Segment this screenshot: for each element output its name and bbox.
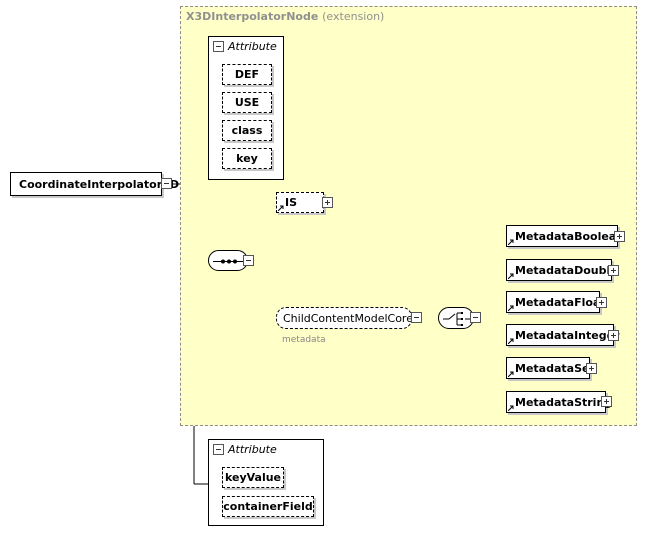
reference-arrow-icon bbox=[508, 371, 514, 377]
group-reference-sublabel: metadata bbox=[282, 335, 326, 345]
inherited-attribute-header: Attribute bbox=[228, 40, 277, 53]
metadata-double-expand-icon[interactable] bbox=[608, 265, 619, 276]
attribute-class[interactable]: class bbox=[222, 120, 272, 141]
inherited-attribute-collapse-icon[interactable] bbox=[213, 41, 224, 52]
attribute-container-field[interactable]: containerField bbox=[222, 496, 314, 517]
element-metadata-float[interactable]: MetadataFloat bbox=[506, 291, 606, 313]
reference-arrow-icon bbox=[508, 273, 514, 279]
root-element[interactable]: CoordinateInterpolator2D bbox=[10, 172, 179, 196]
is-element-label: IS bbox=[285, 196, 298, 209]
element-label: MetadataBoolean bbox=[515, 229, 625, 243]
root-collapse-icon[interactable] bbox=[161, 178, 172, 189]
root-element-label: CoordinateInterpolator2D bbox=[19, 177, 179, 191]
attribute-key-value[interactable]: keyValue bbox=[222, 467, 284, 488]
sequence-compositor[interactable] bbox=[208, 250, 248, 271]
is-element[interactable]: IS bbox=[276, 192, 324, 213]
element-metadata-string[interactable]: MetadataString bbox=[506, 391, 612, 413]
reference-arrow-icon bbox=[278, 205, 284, 211]
reference-arrow-icon bbox=[508, 338, 514, 344]
is-expand-icon[interactable] bbox=[322, 197, 333, 208]
element-metadata-boolean[interactable]: MetadataBoolean bbox=[506, 225, 624, 247]
metadata-set-expand-icon[interactable] bbox=[586, 363, 597, 374]
attribute-key[interactable]: key bbox=[222, 148, 272, 169]
reference-arrow-icon bbox=[508, 405, 514, 411]
attribute-use[interactable]: USE bbox=[222, 92, 272, 113]
group-reference-child-content-model-core[interactable]: ChildContentModelCore bbox=[276, 307, 413, 329]
own-attribute-header: Attribute bbox=[228, 443, 277, 456]
element-label: MetadataDouble bbox=[515, 263, 618, 277]
element-metadata-set[interactable]: MetadataSet bbox=[506, 357, 595, 379]
element-metadata-double[interactable]: MetadataDouble bbox=[506, 259, 618, 281]
metadata-string-expand-icon[interactable] bbox=[601, 396, 612, 407]
choice-compositor[interactable] bbox=[438, 307, 474, 329]
metadata-float-expand-icon[interactable] bbox=[596, 297, 607, 308]
sequence-icon bbox=[213, 259, 245, 264]
element-label: MetadataInteger bbox=[515, 328, 620, 342]
extension-title: X3DInterpolatorNode (extension) bbox=[186, 10, 385, 23]
reference-arrow-icon bbox=[508, 305, 514, 311]
sequence-collapse-icon[interactable] bbox=[243, 255, 254, 266]
choice-collapse-icon[interactable] bbox=[470, 312, 481, 323]
element-label: MetadataSet bbox=[515, 361, 595, 375]
attribute-def[interactable]: DEF bbox=[222, 64, 272, 85]
metadata-boolean-expand-icon[interactable] bbox=[614, 231, 625, 242]
own-attribute-collapse-icon[interactable] bbox=[213, 444, 224, 455]
group-reference-label: ChildContentModelCore bbox=[283, 311, 413, 325]
element-label: MetadataFloat bbox=[515, 295, 606, 309]
element-label: MetadataString bbox=[515, 395, 613, 409]
reference-arrow-icon bbox=[508, 239, 514, 245]
metadata-integer-expand-icon[interactable] bbox=[608, 330, 619, 341]
element-metadata-integer[interactable]: MetadataInteger bbox=[506, 324, 619, 346]
group-reference-collapse-icon[interactable] bbox=[411, 312, 422, 323]
